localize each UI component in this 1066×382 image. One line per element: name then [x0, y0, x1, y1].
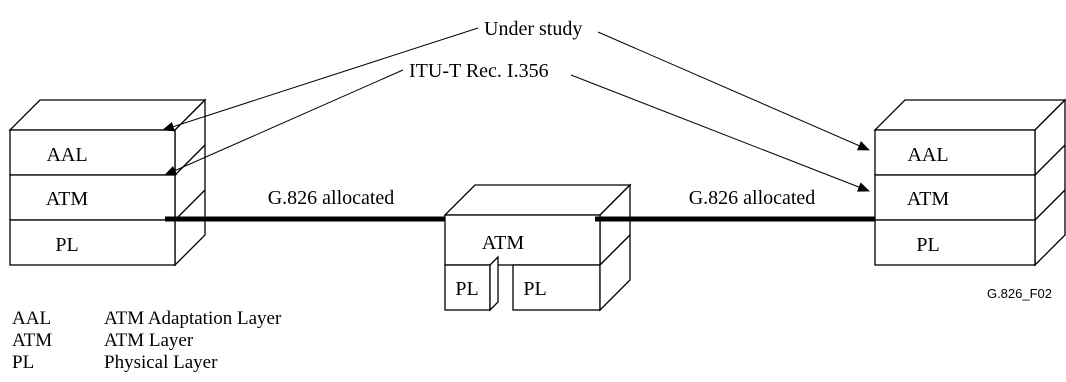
- legend-abbr: ATM: [12, 330, 53, 351]
- arrow-under-study-to-right-aal: [597, 31, 870, 151]
- arrow-under-study-to-left-aal: [162, 27, 479, 132]
- legend-description: ATM Layer: [104, 330, 194, 351]
- legend-abbr: PL: [12, 352, 35, 373]
- legend-row-atm: ATM ATM Layer: [12, 330, 281, 352]
- right-pl-layer: PL: [916, 234, 939, 256]
- legend-abbr: AAL: [12, 308, 52, 329]
- legend: AAL ATM Adaptation Layer ATM ATM Layer P…: [12, 308, 281, 374]
- legend-description: ATM Adaptation Layer: [104, 308, 282, 329]
- middle-protocol-stack: [443, 183, 632, 312]
- left-link-label: G.826 allocated: [268, 187, 395, 209]
- left-atm-layer: ATM: [46, 188, 88, 210]
- figure-id: G.826_F02: [987, 286, 1052, 301]
- arrow-itu-to-left-atm: [164, 69, 404, 176]
- legend-row-pl: PL Physical Layer: [12, 352, 281, 374]
- right-aal-layer: AAL: [907, 144, 948, 166]
- right-atm-layer: ATM: [907, 188, 949, 210]
- right-link-label: G.826 allocated: [689, 187, 816, 209]
- left-protocol-stack: [8, 98, 207, 267]
- middle-pl-right-layer: PL: [523, 278, 546, 300]
- under-study-annotation: Under study: [484, 18, 582, 40]
- legend-description: Physical Layer: [104, 352, 218, 373]
- middle-pl-left-layer: PL: [455, 278, 478, 300]
- legend-row-aal: AAL ATM Adaptation Layer: [12, 308, 281, 330]
- left-aal-layer: AAL: [46, 144, 87, 166]
- left-pl-layer: PL: [55, 234, 78, 256]
- right-protocol-stack: [873, 98, 1066, 267]
- arrow-itu-to-right-atm: [570, 74, 870, 192]
- middle-atm-layer: ATM: [482, 232, 524, 254]
- itu-ref-annotation: ITU-T Rec. I.356: [409, 60, 549, 82]
